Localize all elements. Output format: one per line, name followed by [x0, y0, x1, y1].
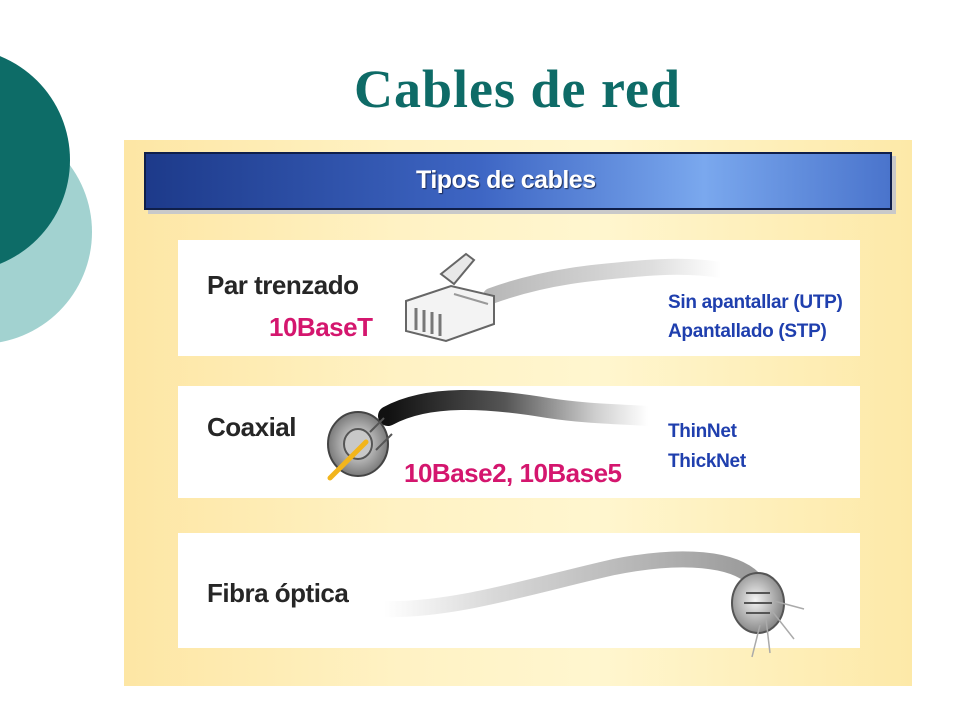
- cable-variant: ThickNet: [668, 451, 746, 472]
- dark-circle: [0, 56, 70, 264]
- coaxial-connector-icon: [327, 389, 658, 481]
- rj45-connector-icon: [405, 252, 726, 343]
- cable-variant: Sin apantallar (UTP): [668, 292, 843, 313]
- cable-name: Fibra óptica: [207, 578, 349, 608]
- cable-card-twisted-pair: Par trenzado 10BaseT Sin apantallar (UTP…: [178, 240, 860, 356]
- slide-title: Cables de red: [353, 59, 681, 119]
- decorative-circles: [0, 56, 92, 343]
- cable-variant: Apantallado (STP): [668, 321, 827, 342]
- panel-header-label: Tipos de cables: [416, 166, 596, 194]
- cable-card-fiber-optic: Fibra óptica: [178, 533, 860, 658]
- panel-header: Tipos de cables: [144, 152, 892, 210]
- cable-standard: 10Base2, 10Base5: [404, 458, 622, 488]
- cable-card-coaxial: Coaxial 10Base2, 10Base5 ThinNet ThickNe…: [178, 386, 860, 498]
- cable-standard: 10BaseT: [269, 312, 373, 342]
- cable-name: Par trenzado: [207, 270, 359, 300]
- fiber-optic-connector-icon: [376, 551, 805, 658]
- cable-variant: ThinNet: [668, 421, 737, 442]
- cable-name: Coaxial: [207, 412, 297, 442]
